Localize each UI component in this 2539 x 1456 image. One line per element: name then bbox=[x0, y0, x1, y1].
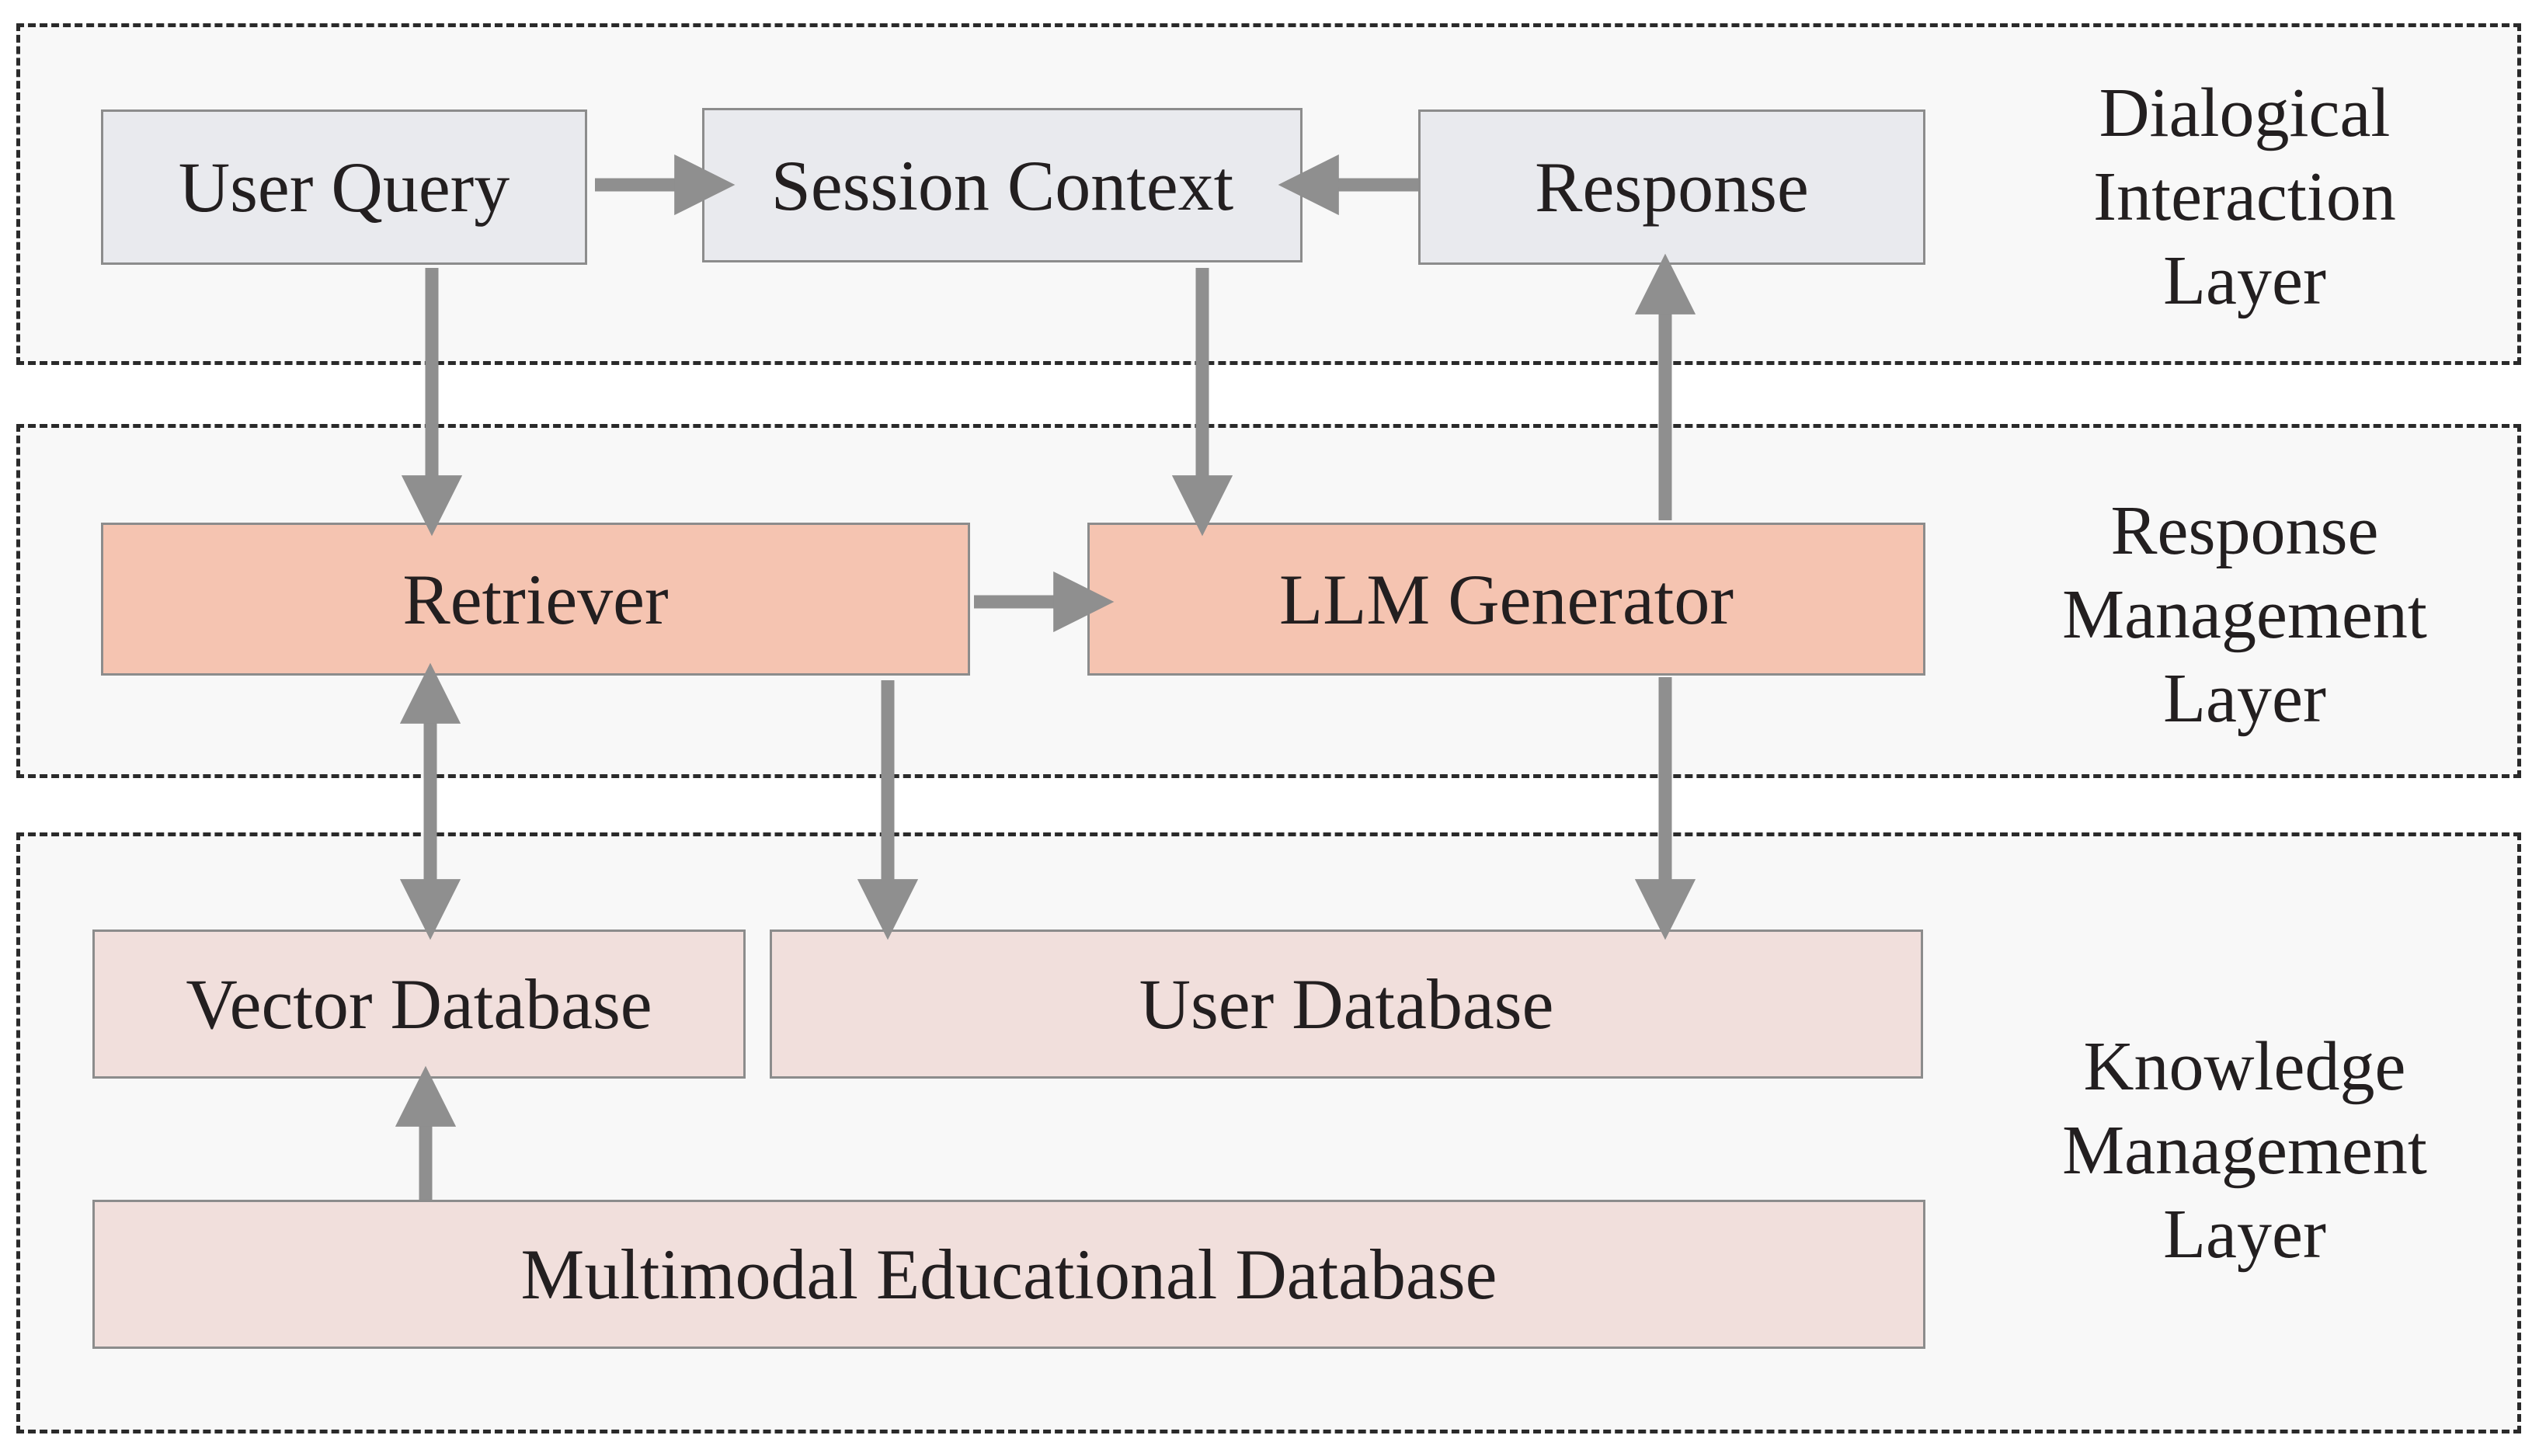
vector-database-label: Vector Database bbox=[186, 964, 652, 1044]
retriever-box: Retriever bbox=[101, 523, 970, 676]
llm-generator-box: LLM Generator bbox=[1087, 523, 1925, 676]
response-box: Response bbox=[1418, 109, 1925, 265]
layer-label-line: Response Management Layer bbox=[2062, 492, 2427, 737]
user-database-box: User Database bbox=[770, 930, 1923, 1079]
session-context-box: Session Context bbox=[702, 108, 1303, 262]
dialogical-interaction-layer-label: Dialogical Interaction Layer bbox=[2027, 71, 2462, 323]
session-context-label: Session Context bbox=[770, 145, 1234, 225]
user-query-label: User Query bbox=[178, 148, 510, 227]
response-management-layer-label: Response Management Layer bbox=[2027, 489, 2462, 741]
user-query-box: User Query bbox=[101, 109, 587, 265]
vector-database-box: Vector Database bbox=[92, 930, 746, 1079]
layer-label-line: Knowledge Management Layer bbox=[2062, 1028, 2427, 1273]
multimodal-educational-database-box: Multimodal Educational Database bbox=[92, 1200, 1925, 1349]
layer-label-line: Dialogical Interaction Layer bbox=[2093, 75, 2396, 319]
multimodal-educational-database-label: Multimodal Educational Database bbox=[520, 1235, 1497, 1314]
llm-generator-label: LLM Generator bbox=[1279, 559, 1734, 639]
retriever-label: Retriever bbox=[402, 559, 669, 639]
response-label: Response bbox=[1535, 148, 1809, 227]
knowledge-management-layer-label: Knowledge Management Layer bbox=[2027, 1025, 2462, 1277]
user-database-label: User Database bbox=[1139, 964, 1554, 1044]
